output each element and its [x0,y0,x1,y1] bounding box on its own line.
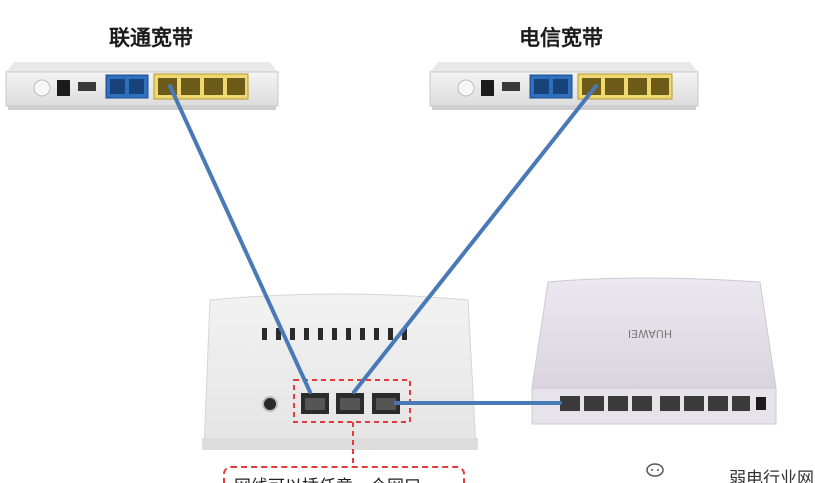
cable-right-modem-to-router [352,84,598,394]
right-modem [429,62,699,110]
left-modem [5,62,279,110]
switch-brand-text: HUAWEI [628,327,672,340]
note-box [223,466,465,483]
right-modem-label: 电信宽带 [519,26,603,50]
watermark-text: 弱电行业网 [729,469,814,483]
chat-bubble-icon [646,463,664,477]
left-modem-label: 联通宽带 [109,26,193,50]
note-text: 网线可以插任意一个网口 [234,472,421,483]
switch: HUAWEI [531,277,777,425]
cable-left-modem-to-router [168,84,312,394]
cables [168,84,598,405]
router [202,293,478,466]
